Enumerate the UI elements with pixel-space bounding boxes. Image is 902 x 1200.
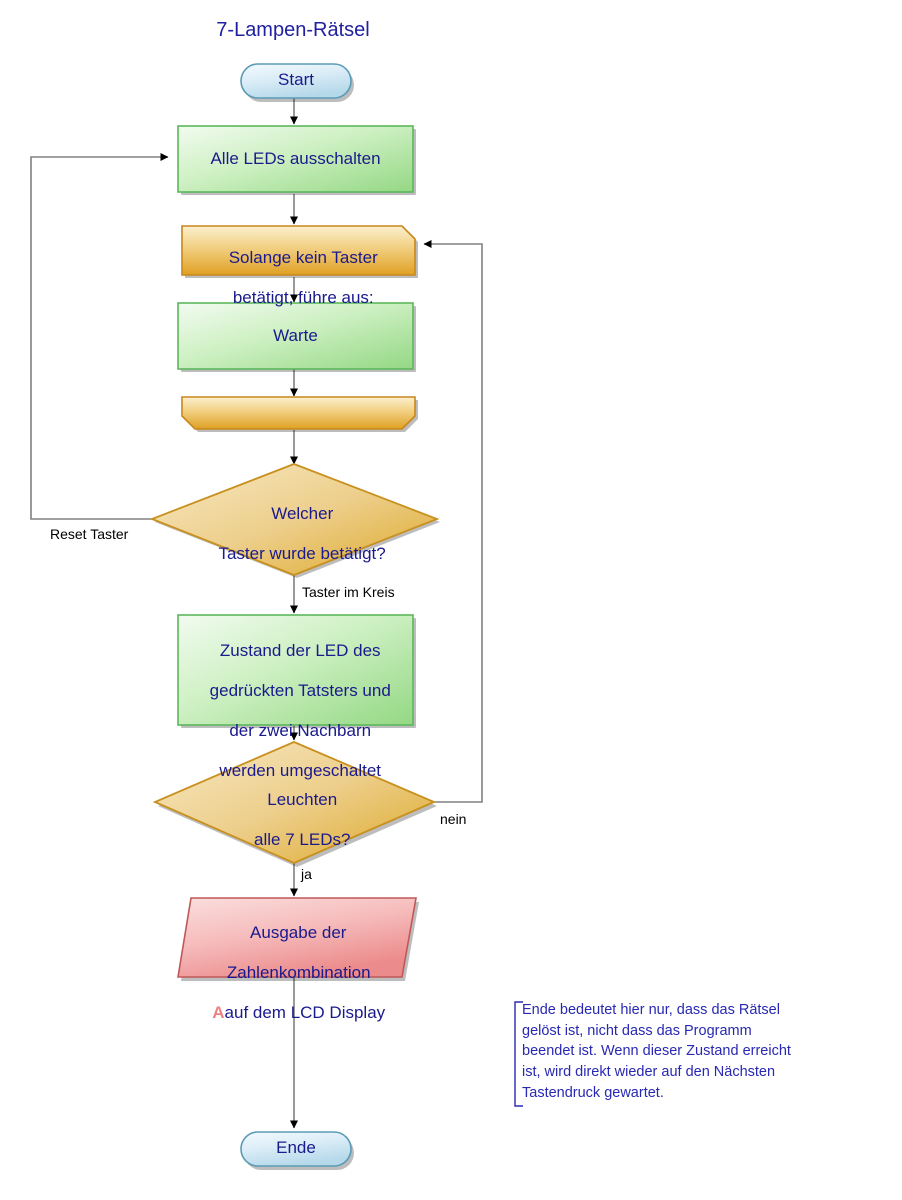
note-line2: gelöst ist, nicht dass das Programm (522, 1022, 752, 1039)
edge-label-ja: ja (301, 866, 312, 882)
note-line3: beendet ist. Wenn dieser Zustand erreich… (522, 1043, 791, 1060)
note-bracket (514, 1001, 523, 1107)
note-line4: ist, wird direkt wieder auf den Nächsten (522, 1064, 776, 1081)
node-loop-header[interactable] (181, 225, 416, 276)
node-output[interactable] (177, 897, 417, 978)
node-start[interactable] (240, 63, 352, 99)
note-line5: Tastendruck gewartet. (522, 1084, 664, 1101)
note-annotation: Ende bedeutet hier nur, dass das Rätsel … (522, 1000, 852, 1104)
edge-label-taster-im-kreis: Taster im Kreis (302, 584, 395, 600)
note-line1: Ende bedeutet hier nur, dass das Rätsel (522, 1002, 780, 1018)
node-loop-footer[interactable] (181, 396, 416, 430)
node-decision-which-button[interactable] (149, 463, 440, 576)
edge-nein-loopback (423, 240, 483, 803)
edge-reset-loopback (30, 153, 169, 520)
node-all-leds-off[interactable] (177, 125, 414, 193)
node-end[interactable] (240, 1131, 352, 1167)
edge-label-reset-taster: Reset Taster (50, 526, 129, 542)
node-wait[interactable] (177, 302, 414, 370)
page-title: 7-Lampen-Rätsel (216, 19, 370, 41)
node-toggle-leds[interactable] (177, 614, 414, 726)
node-decision-all-seven[interactable] (152, 741, 437, 864)
edge-label-nein: nein (440, 811, 467, 827)
